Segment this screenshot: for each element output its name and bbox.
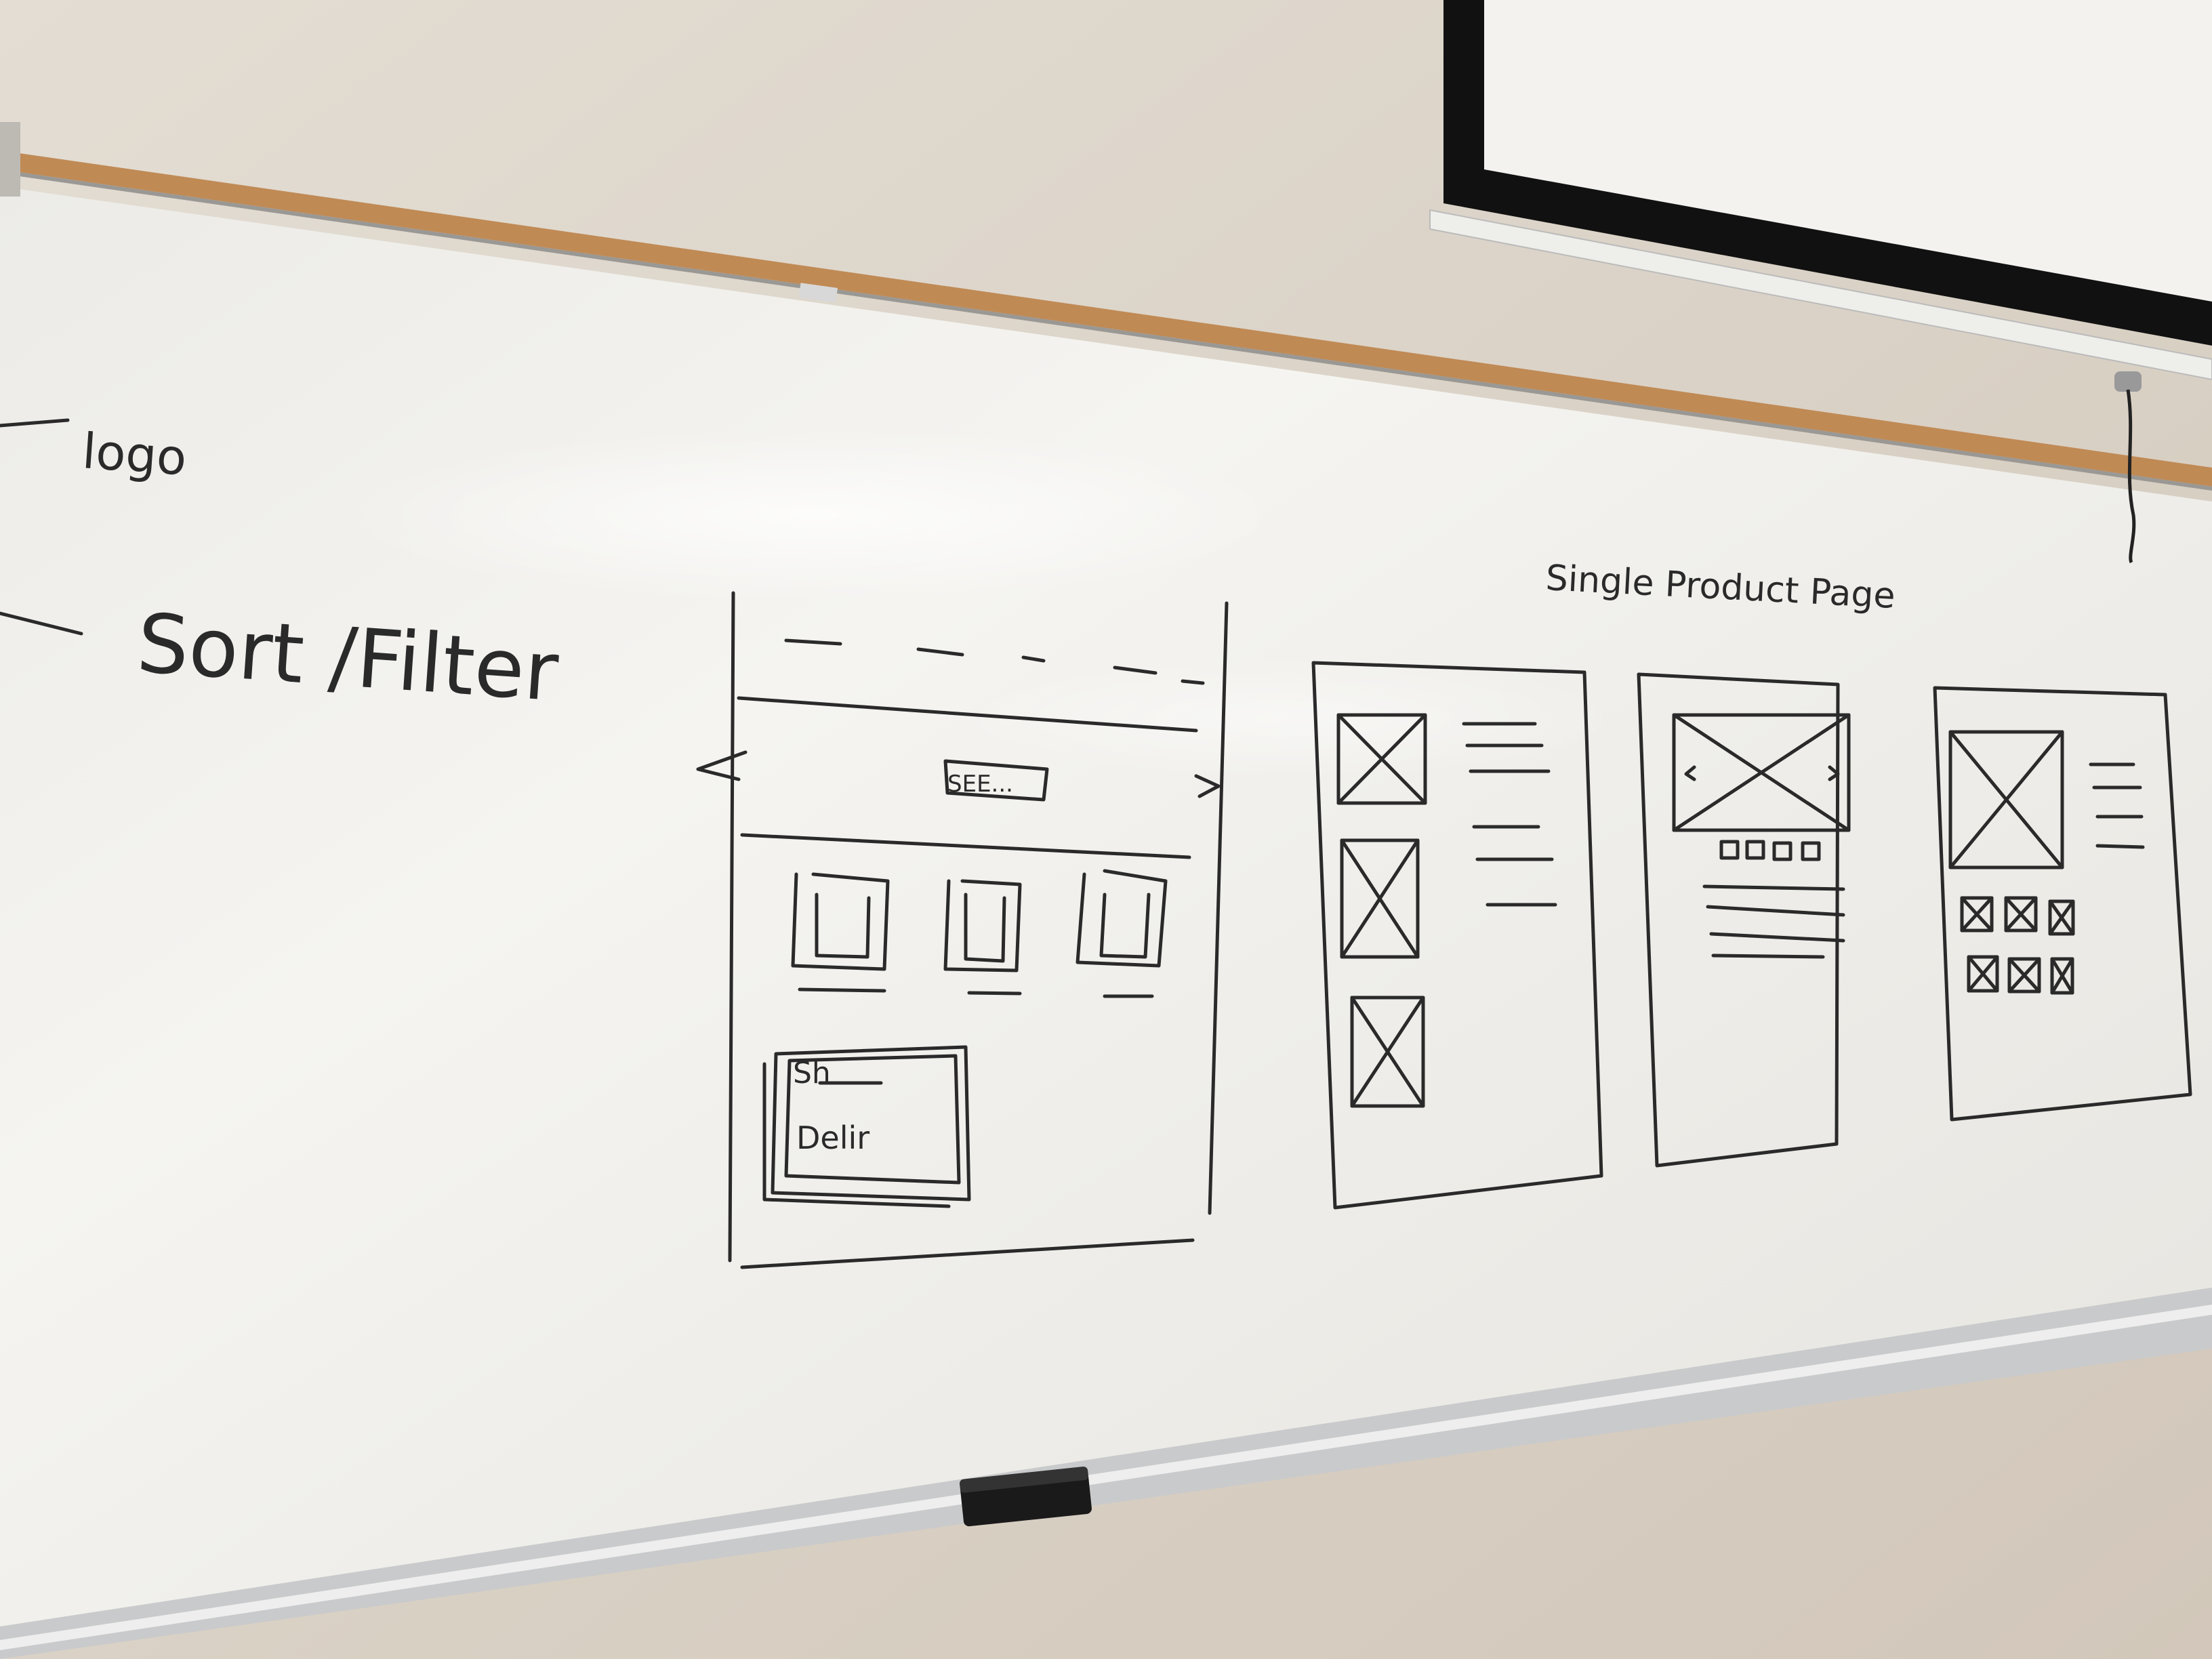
nav-dash <box>784 638 842 646</box>
pp2-hero-image-placeholder <box>1672 713 1851 832</box>
nav-dash <box>1181 679 1205 685</box>
hero-left-arrow-icon <box>696 750 747 781</box>
card-text-line-2: Delir <box>796 1120 869 1156</box>
hero-button-outline <box>943 759 1049 802</box>
nav-dash <box>1021 655 1046 663</box>
card-outline-inner <box>784 1054 961 1185</box>
pp1-image-placeholder-3 <box>1350 996 1425 1108</box>
nav-dash <box>1113 665 1158 675</box>
card-outline-back <box>762 1062 951 1208</box>
hero-top-line <box>737 696 1198 733</box>
homepage-wireframe <box>696 591 1229 1269</box>
light-glare-2 <box>949 657 1626 779</box>
cork-strip <box>0 150 2212 487</box>
cork-clip <box>798 283 838 303</box>
pp2-text-line <box>1702 884 1845 891</box>
frame-left-edge <box>728 591 735 1263</box>
pp2-thumb-dot <box>1719 840 1740 860</box>
hero-button-label: SEE... <box>947 771 1013 798</box>
pull-cord <box>2126 389 2136 564</box>
hero-right-arrow-icon <box>1194 774 1221 798</box>
left-clip <box>0 122 20 197</box>
pp3-image-placeholder <box>1948 730 2064 869</box>
pp2-right-arrow-icon <box>1828 765 1840 781</box>
card-text-line-1: Sh <box>793 1056 831 1090</box>
light-glare <box>339 427 1288 603</box>
marker-tray-highlight <box>0 1305 2212 1650</box>
frame-bottom-edge <box>740 1238 1195 1269</box>
note-dash-logo <box>0 418 70 428</box>
pp1-frame <box>1311 661 1603 1210</box>
screen-pull-handle <box>2114 371 2142 392</box>
pp1-image-placeholder-2 <box>1340 838 1420 959</box>
note-dash-sort <box>0 611 83 636</box>
pp3-thumb-grid <box>1960 896 2075 995</box>
thumb-caption-2 <box>967 991 1022 996</box>
pp3-text-line <box>2095 844 2145 849</box>
thumb-3-inner <box>1099 893 1151 959</box>
thumb-caption-1 <box>798 987 886 993</box>
card-outline-outer <box>771 1045 971 1202</box>
thumb-1-inner <box>815 893 871 959</box>
eraser-icon <box>960 1467 1092 1527</box>
hero-bottom-line <box>740 833 1191 859</box>
product-page-wireframe-2 <box>1637 672 1851 1168</box>
product-page-wireframe-1 <box>1311 661 1603 1210</box>
pp2-thumb-dot <box>1801 841 1821 861</box>
product-page-wireframe-3 <box>1933 686 2192 1122</box>
pp2-frame <box>1637 672 1840 1168</box>
product-thumb-3 <box>1076 869 1168 968</box>
thumb-2-inner <box>964 893 1006 963</box>
product-thumb-1 <box>791 872 890 971</box>
pp2-thumb-dot <box>1772 841 1793 861</box>
pp2-thumb-dot <box>1745 840 1765 860</box>
cork-strip-edge <box>0 169 2212 491</box>
pp2-text-line <box>1711 954 1825 959</box>
projector-screen <box>1484 0 2212 302</box>
product-thumb-2 <box>943 879 1022 972</box>
frame-right-edge <box>1208 601 1229 1215</box>
pp2-text-line <box>1706 905 1845 917</box>
pp2-text-line <box>1709 932 1845 943</box>
pp1-image-placeholder-1 <box>1336 713 1427 805</box>
pp3-frame <box>1933 686 2192 1122</box>
note-logo: logo <box>81 422 188 487</box>
nav-dash <box>916 647 964 657</box>
screen-roller <box>1429 209 2212 381</box>
pp2-left-arrow-icon <box>1684 765 1696 781</box>
